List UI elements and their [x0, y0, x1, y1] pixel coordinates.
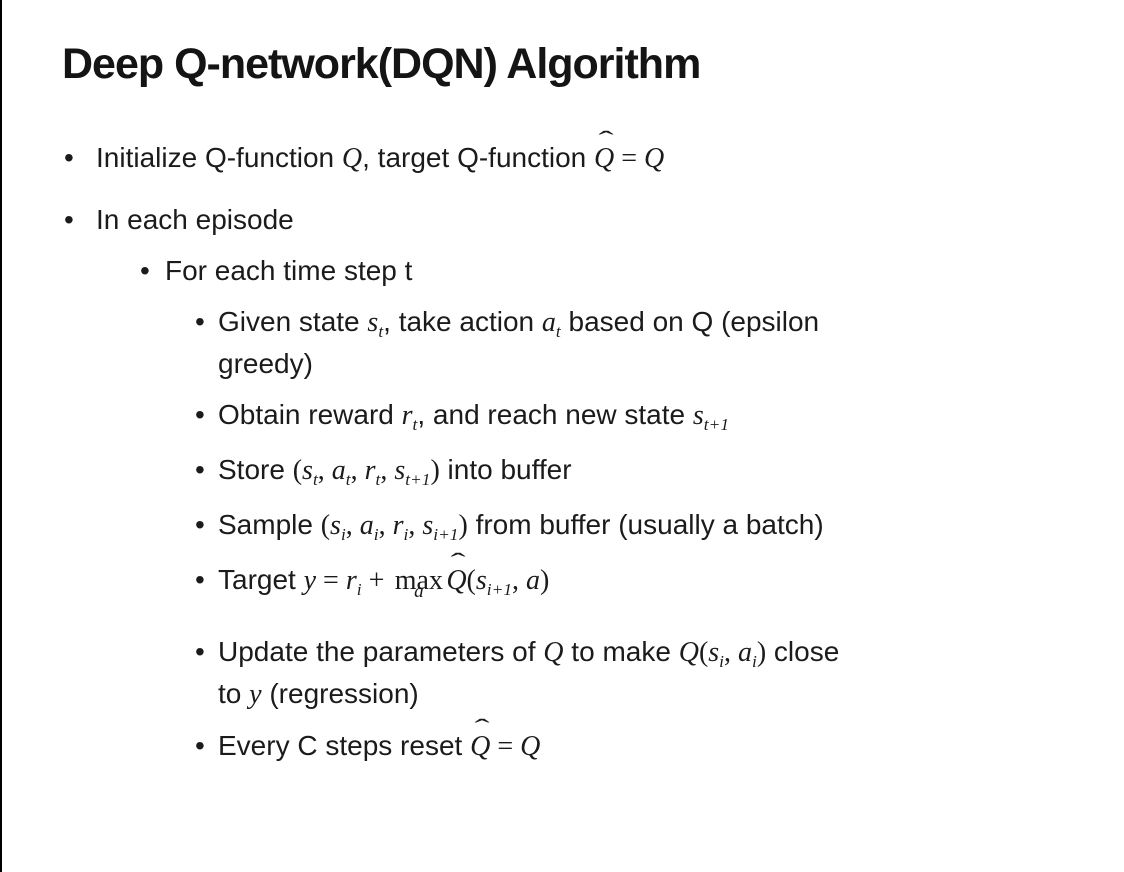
bullet-item: • Initialize Q-function Q, target Q-funct… [62, 128, 1090, 178]
bullet-marker: • [64, 204, 74, 236]
bullet-text: Update the parameters of Q to make Q(si,… [218, 636, 840, 711]
bullet-marker: • [195, 636, 205, 668]
bullet-text: Initialize Q-function Q, target Q-functi… [96, 128, 1090, 178]
bullet-text: Store (st, at, rt, st+1) into buffer [218, 454, 572, 489]
bullet-item: • For each time step t [62, 252, 1090, 290]
bullet-text: Sample (si, ai, ri, si+1) from buffer (u… [218, 509, 824, 544]
slide: Deep Q-network(DQN) Algorithm • Initializ… [62, 40, 1090, 766]
bullet-item: • Obtain reward rt, and reach new state s… [62, 396, 1090, 438]
bullet-list: • Initialize Q-function Q, target Q-funct… [62, 128, 1090, 766]
bullet-item: • Update the parameters of Q to make Q(si… [62, 633, 1090, 714]
bullet-marker: • [195, 509, 205, 541]
bullet-marker: • [195, 399, 205, 431]
bullet-marker: • [195, 454, 205, 486]
bullet-marker: • [64, 142, 74, 174]
bullet-text: In each episode [96, 204, 294, 236]
bullet-marker: • [195, 564, 205, 596]
bullet-item: • Sample (si, ai, ri, si+1) from buffer (… [62, 506, 1090, 548]
slide-left-border [0, 0, 2, 872]
bullet-item: • Given state st, take action at based on… [62, 303, 1090, 383]
slide-title: Deep Q-network(DQN) Algorithm [62, 40, 701, 88]
bullet-item: • Store (st, at, rt, st+1) into buffer [62, 451, 1090, 493]
bullet-text: Obtain reward rt, and reach new state st… [218, 399, 730, 434]
bullet-marker: • [195, 730, 205, 762]
bullet-item: • In each episode [62, 201, 1090, 239]
bullet-text: Given state st, take action at based on … [218, 306, 820, 380]
bullet-marker: • [140, 255, 150, 287]
bullet-marker: • [195, 306, 205, 338]
bullet-text: For each time step t [165, 255, 413, 287]
